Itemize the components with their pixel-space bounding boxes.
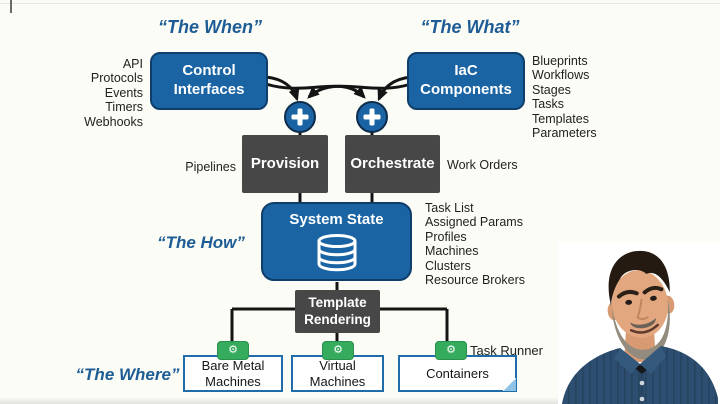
title-the-what: “The What” bbox=[420, 17, 520, 37]
slide-bottom-edge bbox=[0, 397, 720, 404]
node-label: Template bbox=[308, 295, 367, 311]
list-item: Profiles bbox=[425, 229, 467, 244]
database-icon bbox=[317, 233, 356, 272]
list-item: Protocols bbox=[90, 71, 143, 86]
node-label: System State bbox=[289, 211, 384, 228]
list-item: API bbox=[122, 57, 143, 71]
node-system-state: System State bbox=[261, 202, 412, 281]
node-label: Rendering bbox=[304, 311, 371, 327]
node-label: IaC bbox=[454, 62, 478, 80]
gear-icon: ⚙ bbox=[446, 344, 456, 356]
task-runner-badge: ⚙ bbox=[435, 341, 467, 360]
slide-top-border bbox=[0, 3, 720, 4]
gear-icon: ⚙ bbox=[228, 344, 238, 356]
list-item: Clusters bbox=[425, 258, 471, 273]
title-the-how: “The How” bbox=[157, 233, 245, 252]
presenter-portrait bbox=[558, 242, 720, 404]
node-label: Components bbox=[420, 81, 512, 98]
node-label: Bare Metal bbox=[201, 358, 265, 374]
arrow-ci-to-right-plus bbox=[265, 82, 366, 99]
control-inputs-list: API Protocols Events Timers Webhooks bbox=[40, 57, 143, 129]
list-item: Templates bbox=[532, 111, 589, 126]
list-item: Resource Brokers bbox=[425, 273, 526, 288]
system-state-items-list: Task List Assigned Params Profiles Machi… bbox=[425, 201, 525, 287]
node-virtual-machines: Virtual Machines bbox=[291, 355, 384, 392]
node-containers: Containers bbox=[398, 355, 517, 392]
list-item: Timers bbox=[105, 100, 143, 115]
list-item: Webhooks bbox=[84, 114, 143, 129]
task-runner-label: Task Runner bbox=[470, 343, 543, 358]
node-bare-metal-machines: Bare Metal Machines bbox=[183, 355, 283, 392]
flow-arrows bbox=[265, 75, 412, 102]
task-runner-badge: ⚙ bbox=[217, 341, 249, 360]
node-iac-components: IaC Components bbox=[407, 52, 525, 110]
work-orders-label: Work Orders bbox=[447, 158, 518, 172]
task-runner-badge: ⚙ bbox=[322, 341, 354, 360]
list-item: Stages bbox=[532, 82, 571, 97]
node-orchestrate: Orchestrate bbox=[345, 135, 440, 193]
node-label: Interfaces bbox=[173, 81, 245, 98]
list-item: Blueprints bbox=[532, 54, 588, 68]
node-label: Machines bbox=[309, 373, 366, 389]
list-item: Assigned Params bbox=[425, 215, 523, 230]
node-label: Orchestrate bbox=[350, 154, 435, 172]
list-item: Workflows bbox=[532, 68, 590, 83]
list-item: Task List bbox=[425, 201, 474, 215]
list-item: Parameters bbox=[532, 126, 597, 141]
pipelines-label: Pipelines bbox=[185, 160, 236, 174]
title-the-when: “The When” bbox=[158, 17, 262, 37]
title-the-where: “The Where” bbox=[75, 365, 180, 384]
merge-left bbox=[284, 101, 316, 133]
arrow-iac-to-left-plus bbox=[307, 82, 412, 99]
node-label: Containers bbox=[426, 365, 489, 381]
arrow-iac-to-right-plus bbox=[377, 75, 412, 102]
iac-items-list: Blueprints Workflows Stages Tasks Templa… bbox=[532, 54, 597, 140]
plus-icon bbox=[291, 108, 309, 126]
merge-right bbox=[356, 101, 388, 133]
node-label: Control bbox=[182, 62, 236, 80]
arrow-ci-to-left-plus bbox=[265, 75, 300, 102]
page-fold-corner bbox=[503, 378, 516, 391]
plus-icon bbox=[363, 108, 381, 126]
list-item: Tasks bbox=[532, 97, 564, 112]
gear-icon: ⚙ bbox=[333, 344, 343, 356]
presenter-webcam bbox=[558, 242, 720, 404]
node-label: Provision bbox=[250, 154, 320, 172]
node-provision: Provision bbox=[242, 135, 328, 193]
node-template-rendering: Template Rendering bbox=[295, 290, 380, 333]
node-label: Machines bbox=[205, 373, 261, 389]
list-item: Machines bbox=[425, 244, 479, 259]
list-item: Events bbox=[104, 85, 143, 100]
node-label: Virtual bbox=[319, 358, 356, 374]
node-control-interfaces: Control Interfaces bbox=[150, 52, 268, 110]
slide-top-tick bbox=[10, 0, 12, 13]
